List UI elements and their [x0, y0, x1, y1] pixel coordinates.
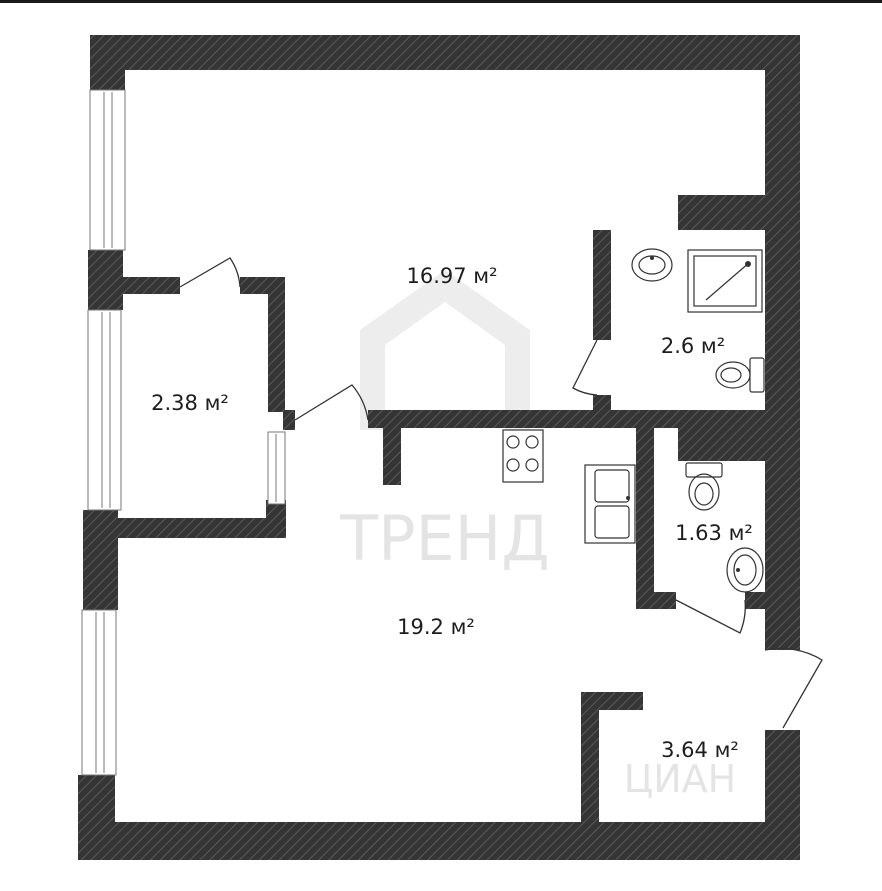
- door-living-top: [294, 384, 369, 421]
- portal-watermark: ЦИАН 48: [624, 757, 790, 809]
- wc-bottom-stub-left: [636, 592, 676, 609]
- agency-watermark: ТРЕНД: [339, 270, 550, 575]
- closet-corner: [266, 500, 286, 538]
- kitchen-sink: [584, 464, 636, 544]
- wc-top-wall: [678, 428, 800, 461]
- window-bottom-left: [81, 609, 117, 776]
- stove: [502, 429, 544, 483]
- wc-bottom-stub-right: [745, 592, 800, 609]
- walls: [78, 35, 800, 860]
- room-area-bathroom: 2.6 м²: [661, 334, 725, 358]
- closet-right-wall: [268, 277, 285, 412]
- partition-left-stub: [283, 410, 295, 430]
- window-top-left: [89, 89, 126, 251]
- bathroom-bottom-wall: [593, 410, 800, 428]
- door-wc: [675, 599, 746, 634]
- bathroom-sink: [631, 248, 673, 282]
- door-entrance: [764, 647, 823, 729]
- bathroom-left-wall: [593, 230, 611, 340]
- wc-toilet: [685, 462, 723, 511]
- window-closet: [87, 309, 122, 511]
- outer-wall-bottom: [78, 822, 800, 860]
- outer-wall-left-bottom: [78, 775, 115, 860]
- room-area-living-top: 16.97 м²: [406, 264, 497, 288]
- wc-sink: [726, 547, 764, 593]
- room-area-hall: 3.64 м²: [661, 738, 739, 762]
- windows: [81, 89, 286, 776]
- wc-left-wall: [636, 428, 654, 608]
- bathroom-top-wall: [678, 195, 800, 230]
- portal-watermark-text: ЦИАН: [624, 757, 737, 801]
- outer-wall-right-middle: [765, 425, 800, 650]
- room-area-living-main: 19.2 м²: [397, 615, 475, 639]
- room-area-wc: 1.63 м²: [675, 521, 753, 545]
- door-closet: [179, 257, 241, 288]
- doors: [179, 257, 823, 729]
- agency-watermark-text: ТРЕНД: [339, 502, 550, 575]
- room-area-closet: 2.38 м²: [151, 391, 229, 415]
- outer-wall-left-pier2: [83, 510, 118, 610]
- top-border: [0, 0, 882, 3]
- closet-top-wall-left: [120, 277, 180, 294]
- outer-wall-left-top: [90, 35, 125, 90]
- bathroom-toilet: [715, 357, 765, 393]
- outer-wall-top: [90, 35, 800, 70]
- shower-tray: [687, 249, 763, 313]
- closet-bottom-wall: [118, 518, 286, 538]
- door-bathroom: [572, 339, 598, 396]
- outer-wall-left-pier1: [88, 250, 123, 310]
- hall-left-wall: [581, 692, 599, 827]
- partition-column: [383, 410, 401, 485]
